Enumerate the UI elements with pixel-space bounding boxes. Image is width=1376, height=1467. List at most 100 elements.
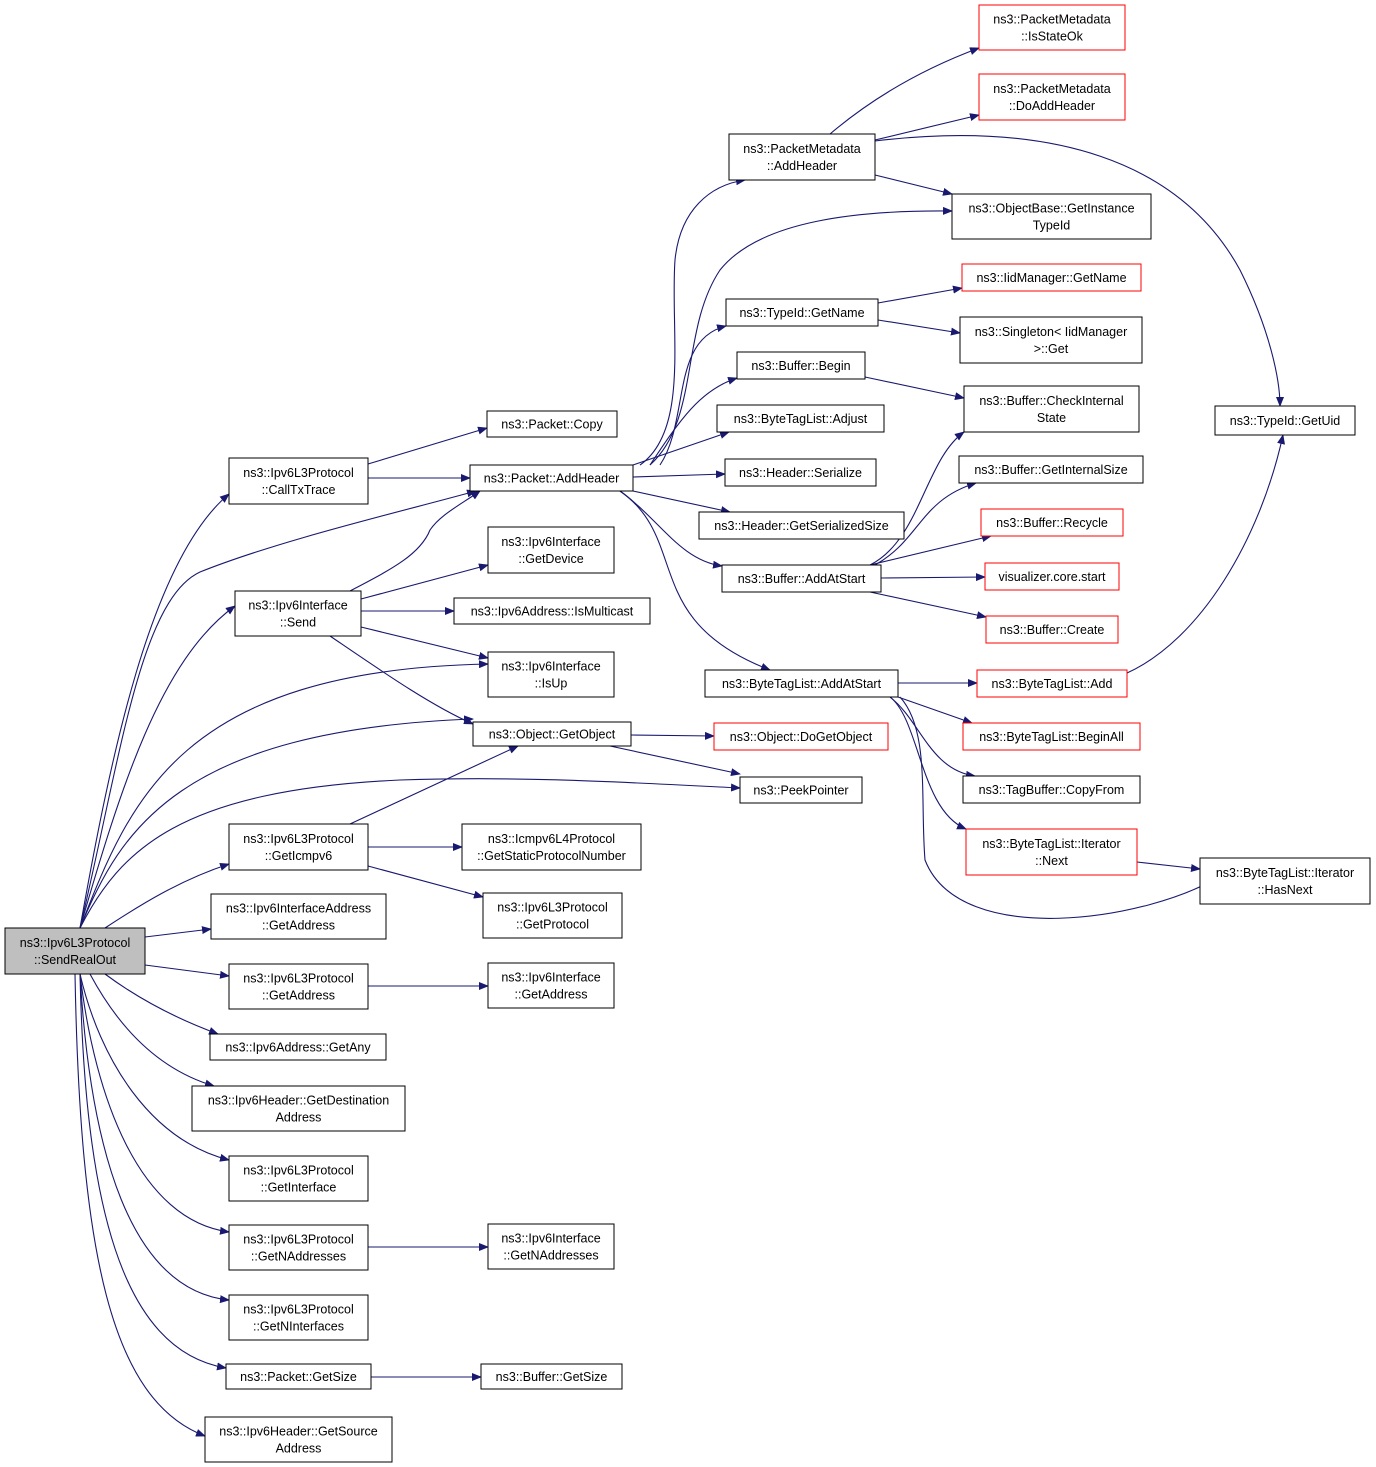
edge-packet_add_header-to-header_serialize bbox=[632, 470, 726, 479]
node-l3-get-protocol[interactable]: ns3::Ipv6L3Protocol::GetProtocol bbox=[482, 892, 623, 939]
node-label-line: ::GetNAddresses bbox=[503, 1249, 598, 1263]
node-l3-get-interface[interactable]: ns3::Ipv6L3Protocol::GetInterface bbox=[228, 1155, 369, 1202]
node-buffer-get-size[interactable]: ns3::Buffer::GetSize bbox=[480, 1363, 623, 1390]
node-ipv6if-get-device[interactable]: ns3::Ipv6Interface::GetDevice bbox=[487, 526, 615, 574]
edge-btl_add_at_start-to-btl_iter_has_next bbox=[899, 696, 1221, 919]
node-buffer-create[interactable]: ns3::Buffer::Create bbox=[985, 615, 1119, 644]
node-l3-get-naddresses[interactable]: ns3::Ipv6L3Protocol::GetNAddresses bbox=[228, 1224, 369, 1271]
node-header-serialize[interactable]: ns3::Header::Serialize bbox=[724, 458, 877, 487]
edge-btl_iter_next-to-btl_iter_has_next bbox=[1136, 861, 1201, 872]
node-object-get-object[interactable]: ns3::Object::GetObject bbox=[472, 721, 632, 747]
node-box bbox=[228, 1155, 369, 1202]
node-typeid-get-name[interactable]: ns3::TypeId::GetName bbox=[725, 298, 879, 327]
node-box bbox=[486, 410, 618, 438]
node-label-line: ::IsUp bbox=[535, 677, 568, 691]
node-buffer-add-at-start[interactable]: ns3::Buffer::AddAtStart bbox=[721, 564, 882, 593]
edge-l3_get_icmpv6-to-l3_get_protocol bbox=[367, 865, 484, 899]
node-singleton-get[interactable]: ns3::Singleton< IidManager>::Get bbox=[959, 316, 1143, 364]
node-label-line: ::GetNAddresses bbox=[251, 1250, 346, 1264]
node-box bbox=[487, 651, 615, 698]
node-btl-iter-has-next[interactable]: ns3::ByteTagList::Iterator::HasNext bbox=[1199, 857, 1371, 905]
node-iidmgr-get-name[interactable]: ns3::IidManager::GetName bbox=[961, 263, 1142, 292]
node-box bbox=[736, 351, 866, 380]
node-label-line: ns3::Buffer::CheckInternal bbox=[979, 394, 1123, 408]
node-l3-get-icmpv6[interactable]: ns3::Ipv6L3Protocol::GetIcmpv6 bbox=[228, 823, 369, 871]
node-l3-get-ninterfaces[interactable]: ns3::Ipv6L3Protocol::GetNInterfaces bbox=[228, 1294, 369, 1341]
node-ipv6if-get-naddresses[interactable]: ns3::Ipv6Interface::GetNAddresses bbox=[487, 1223, 615, 1270]
node-box bbox=[704, 669, 899, 698]
node-label-line: ns3::Ipv6L3Protocol bbox=[243, 1233, 354, 1247]
node-box bbox=[487, 1223, 615, 1270]
node-label-line: ns3::Ipv6Address::GetAny bbox=[225, 1041, 371, 1055]
node-label-line: ns3::Ipv6Interface bbox=[501, 1232, 600, 1246]
edge-ipv6if_send-to-object_get_object bbox=[329, 635, 474, 725]
node-box bbox=[487, 526, 615, 574]
node-packet-copy[interactable]: ns3::Packet::Copy bbox=[486, 410, 618, 438]
node-buffer-get-internal-size[interactable]: ns3::Buffer::GetInternalSize bbox=[958, 455, 1144, 484]
node-ifaddr-get-address[interactable]: ns3::Ipv6InterfaceAddress::GetAddress bbox=[210, 893, 387, 940]
node-box bbox=[472, 721, 632, 747]
node-label-line: ns3::Icmpv6L4Protocol bbox=[488, 832, 615, 846]
node-box bbox=[978, 4, 1126, 51]
node-box bbox=[228, 1294, 369, 1341]
node-btl-begin-all[interactable]: ns3::ByteTagList::BeginAll bbox=[962, 722, 1141, 751]
node-label-line: ns3::Singleton< IidManager bbox=[975, 325, 1128, 339]
node-label-line: ns3::ByteTagList::Add bbox=[992, 677, 1113, 691]
node-label-line: ns3::Ipv6Interface bbox=[501, 660, 600, 674]
node-send-real-out[interactable]: ns3::Ipv6L3Protocol::SendRealOut bbox=[4, 927, 146, 975]
node-tagbuffer-copy-from[interactable]: ns3::TagBuffer::CopyFrom bbox=[962, 775, 1141, 804]
node-box bbox=[225, 1363, 372, 1390]
node-label-line: ::GetAddress bbox=[262, 919, 335, 933]
node-call-tx-trace[interactable]: ns3::Ipv6L3Protocol::CallTxTrace bbox=[228, 457, 369, 505]
node-btl-add[interactable]: ns3::ByteTagList::Add bbox=[976, 669, 1128, 698]
node-ipv6if-isup[interactable]: ns3::Ipv6Interface::IsUp bbox=[487, 651, 615, 698]
node-peek-pointer[interactable]: ns3::PeekPointer bbox=[739, 776, 863, 804]
node-addr-is-multicast[interactable]: ns3::Ipv6Address::IsMulticast bbox=[453, 597, 651, 625]
node-pm-is-state-ok[interactable]: ns3::PacketMetadata::IsStateOk bbox=[978, 4, 1126, 51]
node-ipv6if-get-address[interactable]: ns3::Ipv6Interface::GetAddress bbox=[487, 962, 615, 1009]
node-box bbox=[204, 1416, 393, 1463]
node-icmpv6-get-static[interactable]: ns3::Icmpv6L4Protocol::GetStaticProtocol… bbox=[461, 823, 642, 871]
node-typeid-get-uid[interactable]: ns3::TypeId::GetUid bbox=[1214, 405, 1356, 436]
edge-buffer_add_at_start-to-visualizer_core_start bbox=[880, 573, 986, 582]
node-packet-get-size[interactable]: ns3::Packet::GetSize bbox=[225, 1363, 372, 1390]
edge-send_real_out-to-hdr_get_dest bbox=[89, 973, 215, 1088]
edge-send_real_out-to-l3_get_naddresses bbox=[79, 973, 230, 1235]
node-btl-add-at-start[interactable]: ns3::ByteTagList::AddAtStart bbox=[704, 669, 899, 698]
node-box bbox=[1214, 405, 1356, 436]
edge-ipv6if_send-to-ipv6if_get_device bbox=[360, 563, 489, 600]
node-buffer-begin[interactable]: ns3::Buffer::Begin bbox=[736, 351, 866, 380]
node-pm-add-header[interactable]: ns3::PacketMetadata::AddHeader bbox=[728, 133, 876, 181]
node-ipv6if-send[interactable]: ns3::Ipv6Interface::Send bbox=[234, 590, 362, 637]
edge-send_real_out-to-l3_get_ninterfaces bbox=[79, 973, 230, 1304]
edge-packet_add_header-to-btl_add_at_start bbox=[619, 490, 771, 671]
node-header-get-serialized-size[interactable]: ns3::Header::GetSerializedSize bbox=[698, 511, 905, 540]
node-box bbox=[984, 562, 1120, 591]
node-label-line: ns3::Object::DoGetObject bbox=[730, 730, 873, 744]
node-box bbox=[191, 1085, 406, 1132]
node-btl-iter-next[interactable]: ns3::ByteTagList::Iterator::Next bbox=[965, 828, 1138, 876]
edge-pm_add_header-to-pm_do_add_header bbox=[874, 113, 980, 141]
node-label-line: ns3::Ipv6InterfaceAddress bbox=[226, 902, 371, 916]
node-btl-adjust[interactable]: ns3::ByteTagList::Adjust bbox=[716, 404, 885, 433]
node-label-line: ns3::PacketMetadata bbox=[743, 142, 860, 156]
node-pm-do-add-header[interactable]: ns3::PacketMetadata::DoAddHeader bbox=[978, 73, 1126, 121]
node-visualizer-core-start[interactable]: visualizer.core.start bbox=[984, 562, 1120, 591]
node-buffer-recycle[interactable]: ns3::Buffer::Recycle bbox=[980, 508, 1124, 537]
node-box bbox=[453, 597, 651, 625]
edge-object_get_object-to-object_do_get_object bbox=[630, 731, 715, 740]
node-packet-add-header[interactable]: ns3::Packet::AddHeader bbox=[469, 464, 634, 492]
node-object-do-get-object[interactable]: ns3::Object::DoGetObject bbox=[713, 722, 889, 751]
node-label-line: ns3::Ipv6L3Protocol bbox=[243, 832, 354, 846]
node-l3-get-address[interactable]: ns3::Ipv6L3Protocol::GetAddress bbox=[228, 963, 369, 1010]
edge-l3_get_icmpv6-to-object_get_object bbox=[349, 745, 519, 825]
edge-buffer_add_at_start-to-buffer_recycle bbox=[869, 534, 992, 566]
edge-send_real_out-to-ifaddr_get_address bbox=[144, 926, 212, 938]
node-label-line: ns3::PacketMetadata bbox=[993, 13, 1110, 27]
node-box bbox=[958, 455, 1144, 484]
node-addr-get-any[interactable]: ns3::Ipv6Address::GetAny bbox=[209, 1033, 387, 1061]
